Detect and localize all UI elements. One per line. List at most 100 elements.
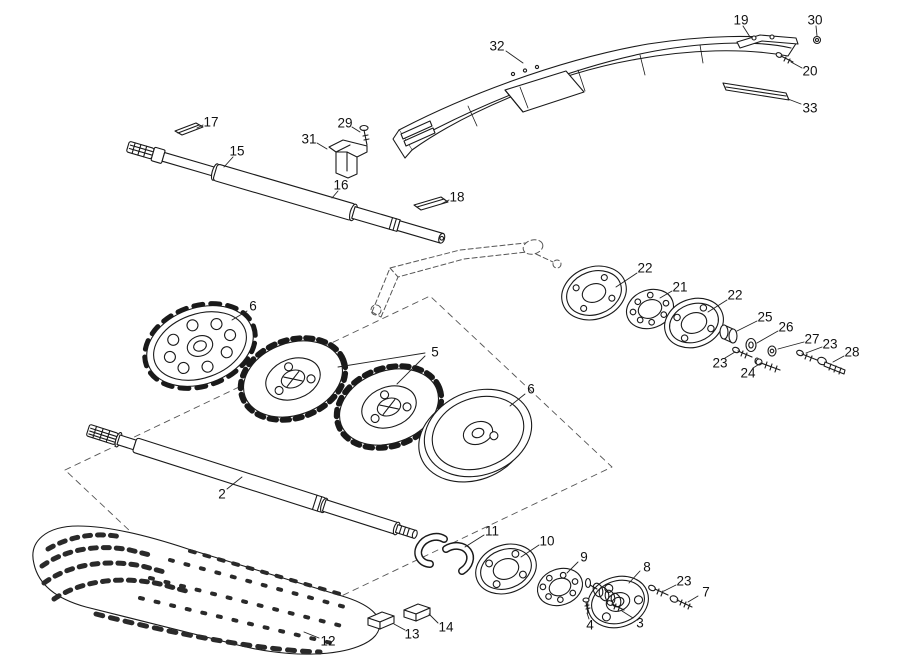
callout-14: 14 [438, 620, 454, 635]
callout-13: 13 [404, 627, 419, 642]
callout-23: 23 [712, 356, 727, 371]
callout-9: 9 [580, 550, 588, 565]
leader-line-27 [777, 341, 805, 350]
leader-line-14 [428, 613, 439, 624]
wheel-6-right [418, 388, 533, 483]
bracket-19 [736, 34, 799, 49]
axle-2 [86, 424, 418, 539]
callout-33: 33 [802, 101, 817, 116]
leader-line-11 [464, 534, 485, 548]
screw-4 [582, 597, 591, 614]
sprocket-5-left [237, 335, 349, 423]
callout-18: 18 [449, 190, 464, 205]
shaft-spline-15 [126, 141, 155, 160]
flange-22-left [561, 265, 627, 321]
callout-27: 27 [804, 332, 819, 347]
screw-7 [669, 595, 693, 610]
screw-23-b [796, 349, 818, 362]
callout-11: 11 [485, 524, 499, 539]
leader-line-4 [586, 612, 590, 620]
callout-8: 8 [643, 560, 651, 575]
leader-line-24 [752, 362, 762, 369]
callout-26: 26 [778, 320, 793, 335]
leader-line-23 [724, 351, 736, 359]
slider-13 [367, 611, 395, 630]
callout-32: 32 [489, 39, 504, 54]
leader-line-13 [393, 623, 406, 631]
callout-30: 30 [807, 13, 822, 28]
leader-line-22 [707, 299, 728, 313]
callout-24: 24 [740, 366, 756, 381]
leader-line-15 [223, 156, 234, 168]
callout-23: 23 [822, 337, 837, 352]
bearing-21 [625, 288, 675, 330]
leader-line-17 [196, 124, 204, 129]
washer-26 [745, 337, 757, 353]
brake-arm-hidden [370, 239, 562, 318]
callout-29: 29 [337, 116, 352, 131]
leader-line-29 [351, 126, 361, 133]
slider-14 [403, 603, 431, 622]
callout-28: 28 [844, 345, 859, 360]
callout-10: 10 [539, 534, 554, 549]
key-18 [413, 196, 449, 211]
strip-33 [722, 82, 790, 101]
callout-6: 6 [249, 299, 257, 314]
leader-line-5 [396, 355, 426, 385]
leader-line-26 [756, 330, 779, 344]
leader-line-5 [337, 352, 426, 368]
nut-30 [812, 35, 822, 45]
leader-line-23 [663, 584, 677, 592]
leader-line-10 [520, 544, 540, 558]
drive-shaft-16 [126, 141, 446, 244]
callout-23: 23 [676, 574, 691, 589]
sprocket-5-right [333, 363, 445, 451]
bearing-9 [536, 567, 584, 607]
leader-line-7 [687, 595, 699, 603]
leader-line-21 [659, 290, 673, 299]
leader-line-3 [621, 610, 634, 619]
callout-4: 4 [586, 618, 594, 633]
leader-line-12 [303, 631, 320, 639]
screw-20 [775, 52, 794, 64]
leader-line-32 [505, 50, 524, 64]
callout-15: 15 [229, 144, 244, 159]
callout-31: 31 [301, 132, 316, 147]
leader-line-18 [440, 199, 450, 205]
leader-line-28 [832, 355, 845, 363]
callout-7: 7 [702, 585, 710, 600]
callout-6: 6 [527, 382, 535, 397]
leader-line-23 [805, 346, 823, 354]
screw-23-c [648, 584, 669, 597]
leader-line-25 [736, 320, 758, 332]
track-12 [32, 525, 381, 655]
callout-25: 25 [757, 310, 772, 325]
leader-line-6 [231, 310, 248, 321]
washer-27 [767, 345, 777, 357]
screw-24 [754, 357, 781, 373]
leader-line-30 [815, 25, 818, 37]
leader-line-31 [316, 142, 328, 150]
half-ring-11 [414, 532, 475, 575]
callout-5: 5 [431, 345, 439, 360]
callout-12: 12 [320, 634, 335, 649]
flange-10 [475, 543, 537, 595]
leader-line-33 [787, 98, 802, 105]
callout-19: 19 [733, 13, 748, 28]
callout-21: 21 [672, 280, 687, 295]
leader-line-6 [509, 393, 526, 407]
leader-line-20 [790, 61, 803, 69]
leader-line-16 [331, 190, 339, 199]
callout-20: 20 [802, 64, 817, 79]
leader-line-8 [628, 570, 641, 584]
callout-2: 2 [218, 487, 226, 502]
screw-3 [606, 600, 625, 612]
tunnel-guard-32 [392, 35, 798, 159]
callout-16: 16 [333, 178, 348, 193]
flange-22-right [664, 297, 724, 349]
callout-22: 22 [637, 261, 652, 276]
bracket-31 [328, 139, 368, 179]
leader-line-2 [226, 476, 243, 490]
